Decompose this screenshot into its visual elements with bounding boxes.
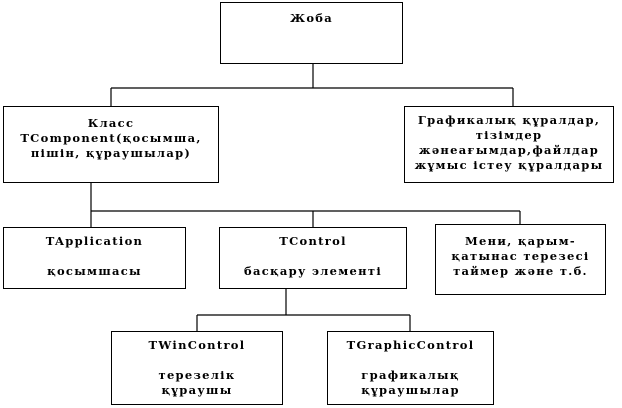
win-control-title: TWinControl: [148, 338, 246, 352]
component-line-1: Класс: [87, 116, 135, 130]
graphics-tools-line-2: тізімдер: [475, 128, 543, 142]
application-title: TApplication: [45, 234, 144, 248]
win-control-line-2: құраушы: [161, 383, 233, 397]
component-line-2: TComponent(қосымша,: [20, 131, 202, 145]
control-title: TControl: [279, 234, 347, 248]
menu-line-2: қатынас терезесі: [451, 249, 590, 263]
graphic-control-line-1: графикалық: [361, 368, 460, 382]
menu-line-1: Мени, қарым-: [465, 234, 576, 248]
menu-line-3: таймер және т.б.: [453, 264, 588, 278]
project-box: Жоба: [220, 2, 403, 64]
graphic-control-box: TGraphicControl графикалық құраушылар: [327, 331, 494, 405]
application-subtitle: қосымшасы: [47, 264, 142, 278]
menu-box: Мени, қарым- қатынас терезесі таймер жән…: [435, 224, 606, 295]
control-subtitle: басқару элементі: [244, 264, 382, 278]
graphic-control-title: TGraphicControl: [346, 338, 475, 352]
win-control-box: TWinControl терезелік құраушы: [111, 331, 283, 405]
project-title: Жоба: [289, 11, 334, 25]
win-control-line-1: терезелік: [158, 368, 236, 382]
graphic-control-line-2: құраушылар: [361, 383, 460, 397]
component-box: Класс TComponent(қосымша, пішін, құраушы…: [3, 106, 219, 183]
graphics-tools-line-4: жұмыс істеу құралдары: [414, 158, 604, 172]
graphics-tools-line-3: жәнеағымдар,файлдар: [418, 143, 600, 157]
graphics-tools-line-1: Графикалық құралдар,: [417, 113, 601, 127]
control-box: TControl басқару элементі: [219, 227, 407, 289]
graphics-tools-box: Графикалық құралдар, тізімдер жәнеағымда…: [404, 106, 614, 183]
application-box: TApplication қосымшасы: [3, 227, 186, 289]
component-line-3: пішін, құраушылар): [30, 146, 192, 160]
